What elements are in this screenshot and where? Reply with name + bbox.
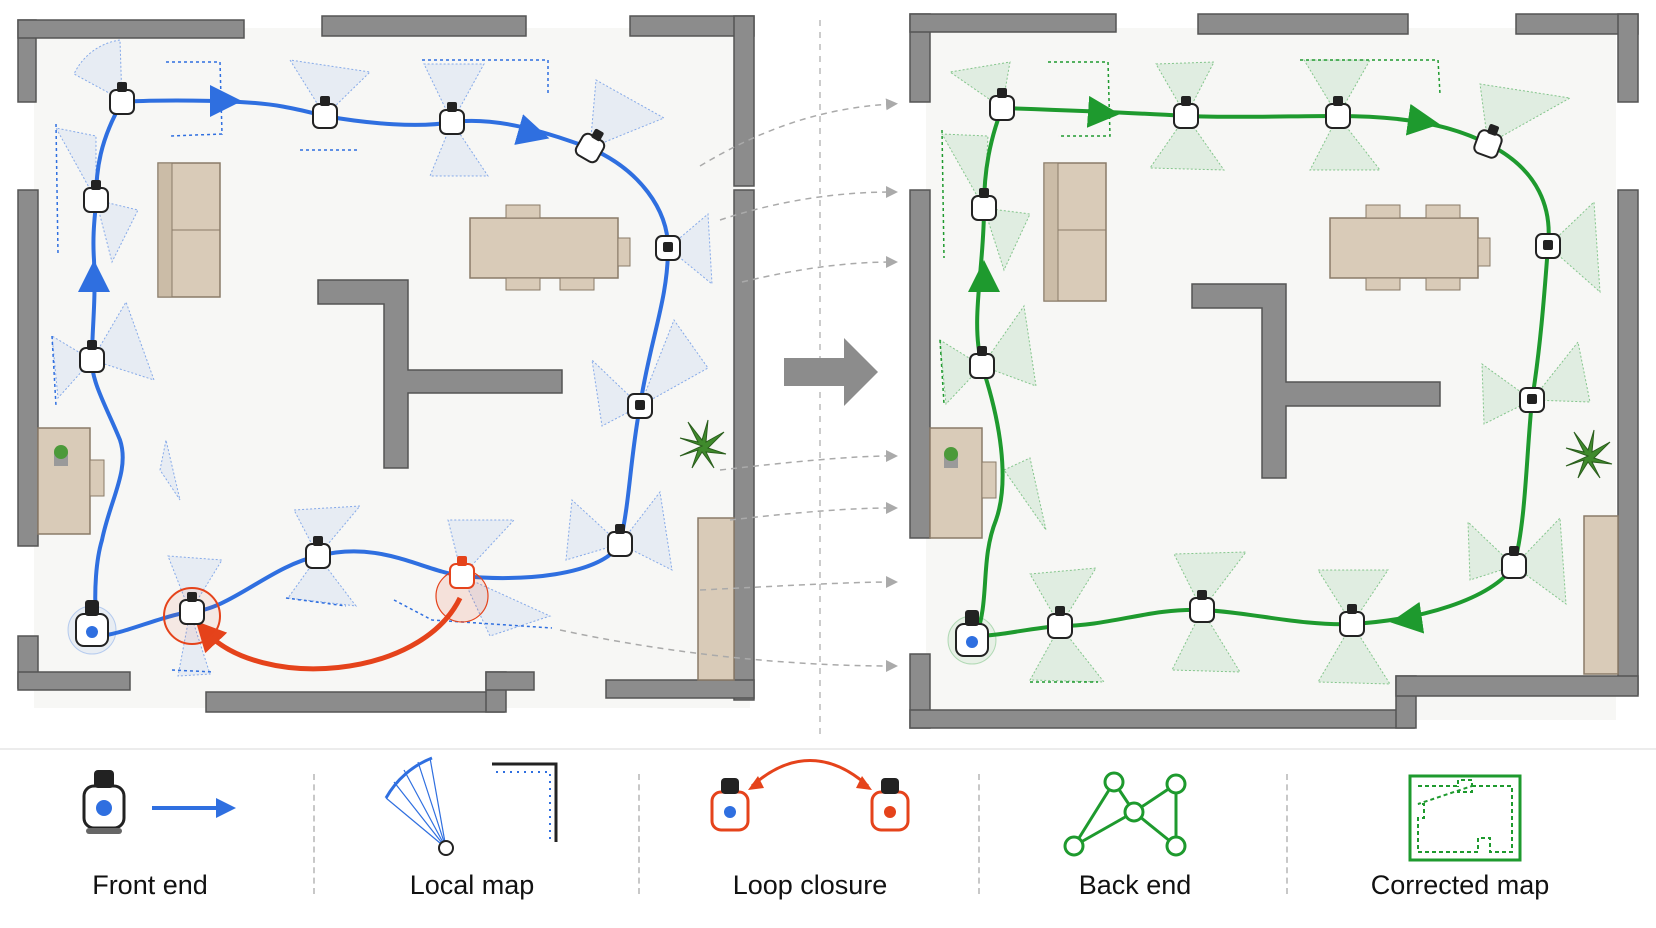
table-icon <box>469 204 631 291</box>
legend-label-corrected-map: Corrected map <box>1370 870 1550 900</box>
lidar-scan-icon <box>384 756 558 856</box>
left-room <box>17 15 755 713</box>
local-map-corner-icon <box>492 762 558 842</box>
legend-separator <box>313 774 315 894</box>
arrow-right-icon <box>152 798 236 818</box>
right-room-walls <box>909 13 1639 729</box>
slam-diagram <box>17 13 1639 740</box>
loop-closure-arrow <box>195 596 463 672</box>
legend-local-map: Local map <box>372 752 572 928</box>
legend-separator <box>1286 774 1288 894</box>
legend: Front end Local map <box>0 752 1656 928</box>
legend-label-front-end: Front end <box>92 870 208 900</box>
graph-icon <box>1063 771 1187 857</box>
right-robots <box>947 88 1561 665</box>
transform-arrow-icon <box>784 338 878 406</box>
legend-label-back-end: Back end <box>1078 870 1192 900</box>
robot-icon <box>870 778 910 832</box>
legend-separator <box>978 774 980 894</box>
legend-corrected-map: Corrected map <box>1350 752 1570 928</box>
left-local-scans <box>51 39 713 677</box>
legend-label-local-map: Local map <box>409 870 535 900</box>
plant-icon <box>679 419 727 469</box>
right-room <box>909 13 1639 729</box>
left-local-map-corners <box>51 59 553 673</box>
legend-label-loop-closure: Loop closure <box>732 870 888 900</box>
legend-back-end: Back end <box>1040 752 1230 928</box>
legend-loop-closure: Loop closure <box>700 752 920 928</box>
t-wall <box>317 279 563 469</box>
legend-separator <box>638 774 640 894</box>
desk-icon <box>929 427 997 539</box>
t-wall <box>1191 283 1441 479</box>
corrected-map-icon <box>1408 774 1522 862</box>
left-robots <box>67 82 681 655</box>
connector-arrows <box>559 98 898 672</box>
left-room-walls <box>17 15 755 713</box>
cabinet-icon <box>697 517 735 681</box>
legend-front-end: Front end <box>60 752 240 928</box>
desk-icon <box>37 427 105 535</box>
plant-icon <box>1565 429 1613 479</box>
legend-divider <box>0 748 1656 750</box>
robot-icon <box>710 778 750 832</box>
table-icon <box>1329 204 1491 291</box>
robot-icon <box>82 770 236 834</box>
cabinet-icon <box>1583 515 1619 675</box>
loop-closure-icon <box>710 759 910 832</box>
